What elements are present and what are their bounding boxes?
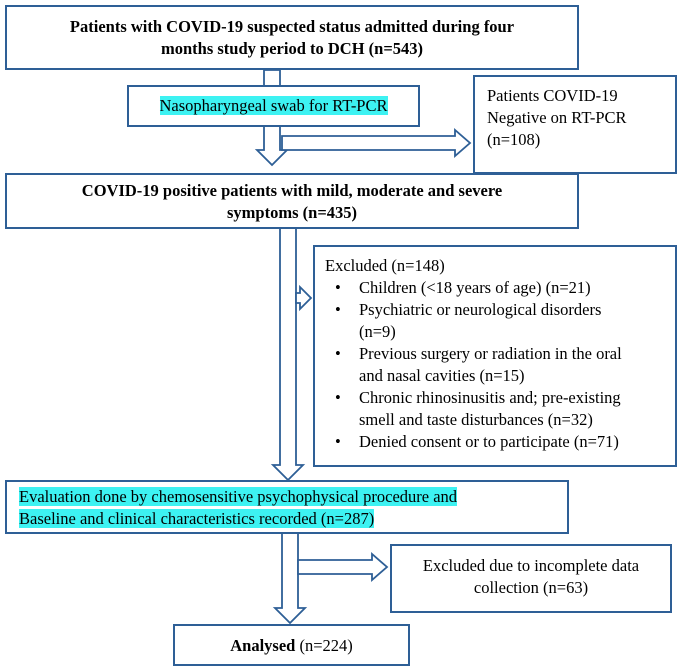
box3-line-2: Negative on RT-PCR (487, 108, 627, 127)
box6-line-1: Evaluation done by chemosensitive psycho… (19, 487, 458, 506)
box-suspected-patients: Patients with COVID-19 suspected status … (5, 5, 579, 70)
box8-bold: Analysed (230, 636, 296, 655)
exclusion-item: Psychiatric or neurological disorders (n… (335, 299, 670, 343)
box-covid-positive: COVID-19 positive patients with mild, mo… (5, 173, 579, 229)
box5-title: Excluded (n=148) (325, 256, 445, 275)
box4-line-1: COVID-19 positive patients with mild, mo… (81, 181, 503, 200)
arrow-down-2 (270, 227, 306, 482)
box7-line-1: Excluded due to incomplete data (422, 556, 640, 575)
box7-line-2: collection (n=63) (473, 578, 589, 597)
exclusion-item: Children (<18 years of age) (n=21) (335, 277, 670, 299)
box2-text: Nasopharyngeal swab for RT-PCR (159, 96, 388, 115)
exclusion-item: Previous surgery or radiation in the ora… (335, 343, 670, 387)
arrow-right-3 (297, 552, 389, 582)
arrow-right-2 (295, 284, 313, 312)
box6-line-2: Baseline and clinical characteristics re… (19, 509, 375, 528)
box-analysed: Analysed (n=224) (173, 624, 410, 666)
box8-rest: (n=224) (295, 636, 353, 655)
arrow-right-1 (281, 128, 472, 158)
box-excluded-incomplete: Excluded due to incomplete data collecti… (390, 544, 672, 613)
box-nasopharyngeal-swab: Nasopharyngeal swab for RT-PCR (127, 85, 420, 127)
box-negative-rtpcr: Patients COVID-19 Negative on RT-PCR (n=… (473, 75, 677, 174)
exclusion-item: Chronic rhinosinusitis and; pre-existing… (335, 387, 670, 431)
box-evaluation: Evaluation done by chemosensitive psycho… (5, 480, 569, 534)
box-excluded-148: Excluded (n=148) Children (<18 years of … (313, 245, 677, 467)
exclusion-item: Denied consent or to participate (n=71) (335, 431, 670, 453)
box3-line-1: Patients COVID-19 (487, 86, 618, 105)
box4-line-2: symptoms (n=435) (227, 203, 357, 222)
box1-line-2: months study period to DCH (n=543) (161, 39, 423, 58)
arrow-down-3 (272, 532, 308, 625)
exclusion-list: Children (<18 years of age) (n=21) Psych… (325, 277, 670, 453)
box1-line-1: Patients with COVID-19 suspected status … (69, 17, 515, 36)
box3-line-3: (n=108) (487, 130, 541, 149)
